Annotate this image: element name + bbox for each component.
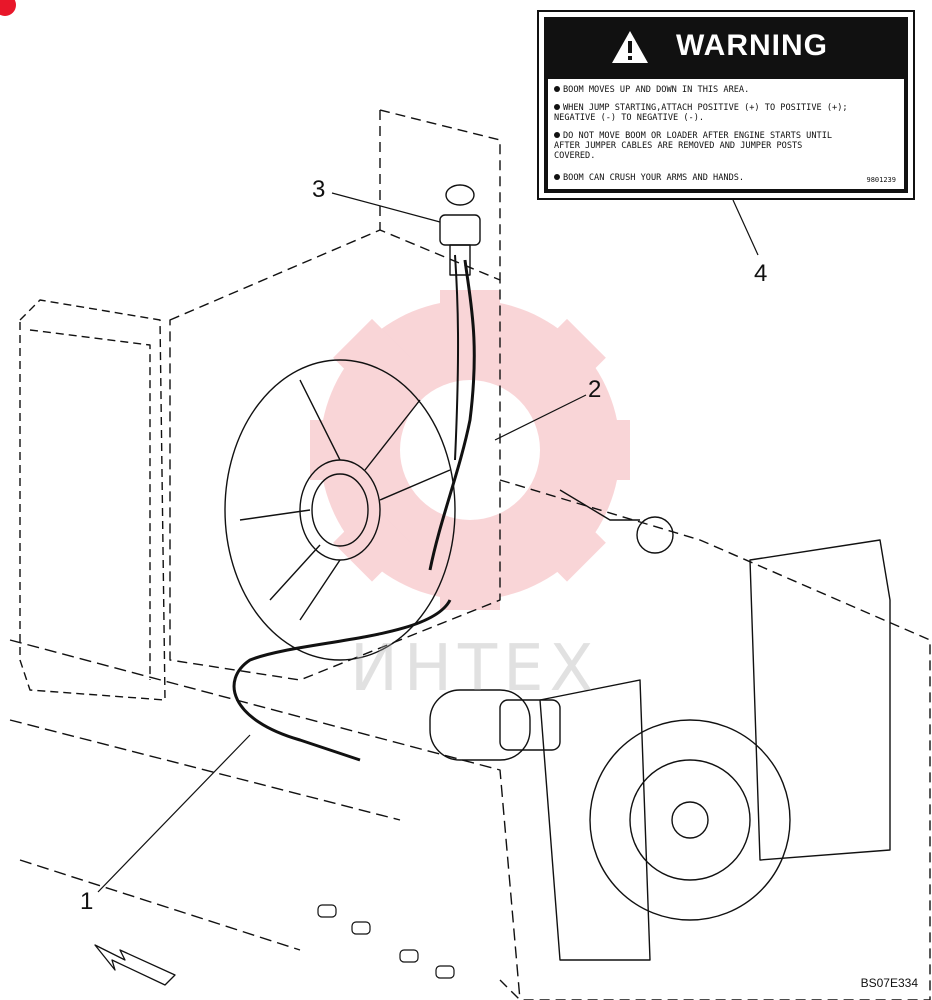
warning-decal: WARNING BOOM MOVES UP AND DOWN IN THIS A… [537, 10, 915, 200]
direction-arrow [94, 944, 176, 986]
bullet-icon [554, 174, 560, 180]
warning-decal-panel: WARNING BOOM MOVES UP AND DOWN IN THIS A… [544, 17, 908, 193]
warning-line-3: DO NOT MOVE BOOM OR LOADER AFTER ENGINE … [554, 131, 833, 161]
watermark-gear-icon [310, 290, 630, 610]
warning-body: BOOM MOVES UP AND DOWN IN THIS AREA. WHE… [548, 79, 904, 189]
starter-motor [429, 689, 531, 761]
cooling-fan [224, 359, 456, 661]
battery-cable-2 [428, 259, 476, 571]
left-tank-outline [19, 299, 166, 701]
warning-line-1: BOOM MOVES UP AND DOWN IN THIS AREA. [554, 85, 749, 95]
corner-badge [0, 0, 16, 16]
bullet-icon [554, 86, 560, 92]
bullet-icon [554, 132, 560, 138]
callout-1: 1 [80, 888, 94, 915]
leader-4 [732, 199, 759, 256]
warning-title: WARNING [676, 29, 828, 62]
warning-triangle-icon [612, 31, 648, 63]
battery-cable-1 [232, 599, 452, 762]
figure-code: BS07E334 [860, 976, 918, 990]
leader-1 [97, 734, 251, 893]
lower-frame [9, 639, 521, 1000]
callout-4: 4 [754, 260, 768, 287]
callout-2: 2 [588, 376, 602, 403]
warning-line-2: WHEN JUMP STARTING,ATTACH POSITIVE (+) T… [554, 103, 848, 123]
bullet-icon [554, 104, 560, 110]
warning-line-4: BOOM CAN CRUSH YOUR ARMS AND HANDS. [554, 173, 744, 183]
decal-part-code: 9801239 [866, 176, 896, 184]
warning-header: WARNING [544, 17, 908, 75]
pump-flange [589, 719, 791, 921]
leader-3 [331, 192, 441, 223]
leader-2 [494, 394, 587, 441]
watermark-text: ИНТЕХ [350, 632, 600, 706]
right-frame [499, 479, 931, 1000]
callout-3: 3 [312, 176, 326, 203]
